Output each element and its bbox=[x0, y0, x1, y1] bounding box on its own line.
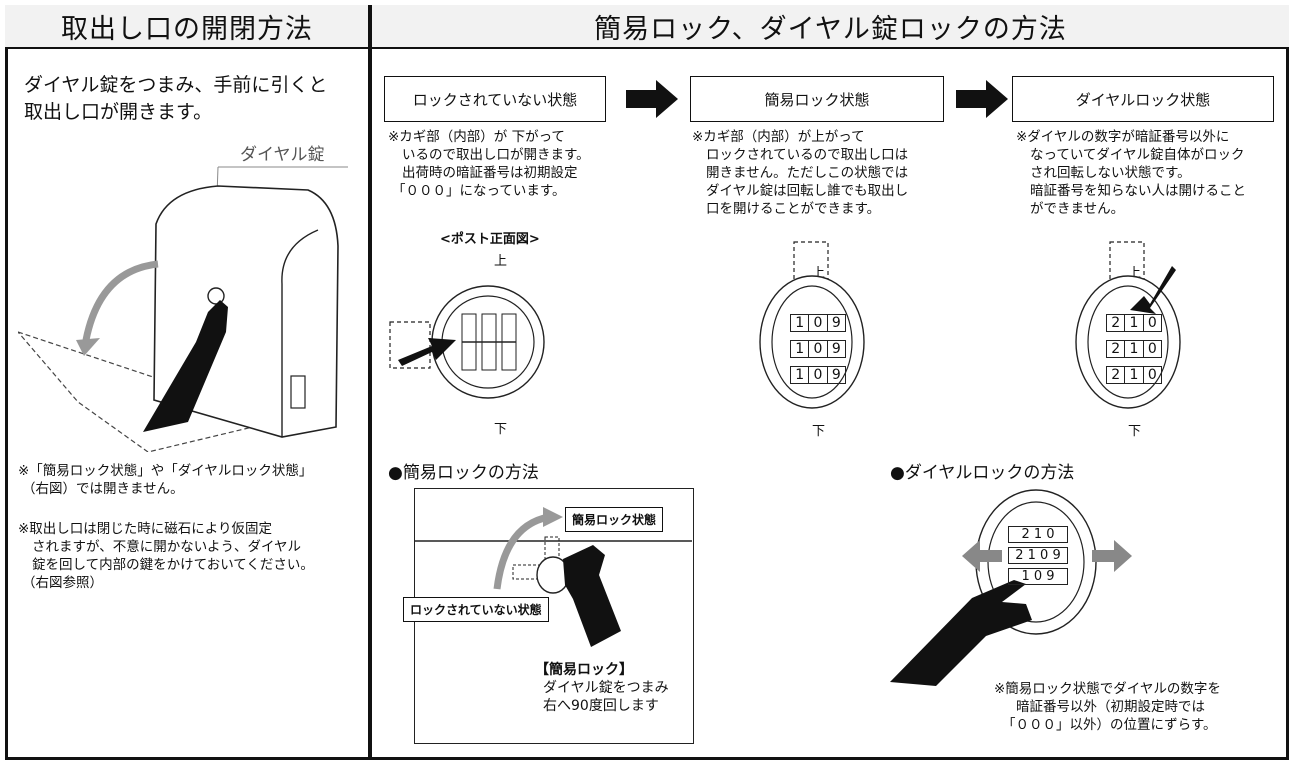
wheel-row: 2 1 0 bbox=[1008, 526, 1068, 543]
caption-title: 【簡易ロック】 bbox=[535, 662, 633, 678]
arrow-right-icon bbox=[626, 80, 678, 118]
digit-row: 2 1 0 bbox=[1106, 340, 1162, 358]
digit: 9 bbox=[831, 315, 841, 331]
caption-line-1: ダイヤル錠をつまみ bbox=[543, 680, 669, 696]
down-label: 下 bbox=[494, 422, 508, 437]
dial-note-line-2: 暗証番号以外（初期設定時では bbox=[1016, 699, 1205, 715]
down-label: 下 bbox=[812, 424, 826, 439]
desc-line: ができません。 bbox=[1030, 201, 1125, 217]
digit: 0 bbox=[809, 341, 828, 357]
caption-line-2: 右へ90度回します bbox=[543, 698, 659, 714]
simple-lock-illustration bbox=[415, 507, 692, 647]
desc-line: ※カギ部（内部）が上がって bbox=[692, 129, 865, 145]
digit: 2 bbox=[1107, 315, 1126, 331]
up-label: 上 bbox=[494, 254, 508, 269]
digit-row: 2 1 0 bbox=[1106, 314, 1162, 332]
intro-line-2: 取出し口が開きます。 bbox=[24, 101, 213, 123]
dial-note-line-3: 「０００」以外）の位置にずらす。 bbox=[1002, 717, 1217, 733]
left-header: 取出し口の開閉方法 bbox=[5, 5, 369, 49]
note-1-line-1: ※「簡易ロック状態」や「ダイヤルロック状態」 bbox=[18, 463, 313, 479]
dial-lock-label: ダイヤル錠 bbox=[240, 145, 325, 165]
right-header-title: 簡易ロック、ダイヤル錠ロックの方法 bbox=[594, 13, 1067, 45]
digit: 0 bbox=[809, 315, 828, 331]
digit: 1 bbox=[1125, 315, 1144, 331]
digit: 0 bbox=[1147, 315, 1157, 331]
state-box-simple-lock: 簡易ロック状態 bbox=[690, 76, 944, 122]
digit: 9 bbox=[831, 341, 841, 357]
dial-diagram-unlocked bbox=[389, 285, 545, 399]
desc-line: 口を開けることができます。 bbox=[706, 201, 881, 217]
note-1: ※「簡易ロック状態」や「ダイヤルロック状態」 （右図）では開きません。 bbox=[18, 462, 312, 498]
state-box-unlocked: ロックされていない状態 bbox=[384, 76, 606, 122]
digit: 2 bbox=[1107, 341, 1126, 357]
column-divider bbox=[368, 5, 372, 760]
digit-row: 2 1 0 bbox=[1106, 366, 1162, 384]
dial-lock-illustration bbox=[890, 489, 1132, 686]
digit: 2 bbox=[1107, 367, 1126, 383]
simple-lock-heading: ●簡易ロックの方法 bbox=[388, 463, 539, 483]
note-2-line-4: （右図参照） bbox=[22, 575, 103, 591]
note-2: ※取出し口は閉じた時に磁石により仮固定 されますが、不意に開かないよう、ダイヤル… bbox=[18, 520, 314, 592]
state-desc-dial-lock: ※ダイヤルの数字が暗証番号以外に なっていてダイヤル錠自体がロック され回転しな… bbox=[1016, 128, 1246, 218]
digit: 1 bbox=[791, 367, 810, 383]
front-view-label: <ポスト正面図> bbox=[440, 232, 540, 247]
wheel-row: 1 0 9 bbox=[1008, 568, 1068, 585]
desc-line: 開きません。ただしこの状態では bbox=[706, 165, 909, 181]
digit: 1 bbox=[791, 341, 810, 357]
desc-line: ダイヤル錠は回転し誰でも取出し bbox=[706, 183, 909, 199]
wheel-row: 2 1 0 9 bbox=[1008, 547, 1068, 564]
digit: 0 bbox=[809, 367, 828, 383]
unlocked-state-chip: ロックされていない状態 bbox=[403, 597, 549, 622]
arrow-right-icon bbox=[956, 80, 1008, 118]
note-1-line-2: （右図）では開きません。 bbox=[22, 481, 184, 497]
dial-lock-heading: ●ダイヤルロックの方法 bbox=[890, 463, 1075, 483]
dial-note-line-1: ※簡易ロック状態でダイヤルの数字を bbox=[994, 681, 1221, 697]
simple-lock-state-chip: 簡易ロック状態 bbox=[565, 507, 664, 532]
intro-line-1: ダイヤル錠をつまみ、手前に引くと bbox=[24, 74, 328, 96]
desc-line: され回転しない状態です。 bbox=[1030, 165, 1191, 181]
digit: 9 bbox=[831, 367, 841, 383]
simple-lock-caption: 【簡易ロック】 ダイヤル錠をつまみ 右へ90度回します bbox=[535, 661, 669, 715]
note-2-line-2: されますが、不意に開かないよう、ダイヤル bbox=[32, 539, 302, 555]
desc-line: ※ダイヤルの数字が暗証番号以外に bbox=[1016, 129, 1230, 145]
digit-row: 1 0 9 bbox=[790, 314, 846, 332]
desc-line: ※カギ部（内部）が 下がって bbox=[388, 129, 565, 145]
dial-lock-note: ※簡易ロック状態でダイヤルの数字を 暗証番号以外（初期設定時では 「０００」以外… bbox=[994, 680, 1221, 734]
digit: 1 bbox=[1125, 367, 1144, 383]
digit: 1 bbox=[1125, 341, 1144, 357]
digit-row: 1 0 9 bbox=[790, 366, 846, 384]
intro-text: ダイヤル錠をつまみ、手前に引くと 取出し口が開きます。 bbox=[24, 72, 327, 126]
down-label: 下 bbox=[1128, 424, 1142, 439]
left-header-title: 取出し口の開閉方法 bbox=[61, 13, 313, 45]
right-header: 簡易ロック、ダイヤル錠ロックの方法 bbox=[372, 5, 1289, 49]
digit: 0 bbox=[1147, 367, 1157, 383]
desc-line: 出荷時の暗証番号は初期設定 bbox=[402, 165, 578, 181]
desc-line: なっていてダイヤル錠自体がロック bbox=[1030, 147, 1245, 163]
digit: 1 bbox=[791, 315, 810, 331]
state-title-dial-lock: ダイヤルロック状態 bbox=[1075, 90, 1211, 109]
digit-stack-simple-lock: 1 0 9 1 0 9 1 0 9 bbox=[790, 314, 846, 384]
simple-lock-panel: 簡易ロック状態 ロックされていない状態 【簡易ロック】 ダイヤル錠をつまみ 右へ… bbox=[403, 488, 694, 744]
digit-row: 1 0 9 bbox=[790, 340, 846, 358]
state-title-unlocked: ロックされていない状態 bbox=[412, 90, 578, 109]
note-2-line-3: 錠を回して内部の鍵をかけておいてください。 bbox=[32, 557, 314, 573]
digit-stack-dial-lock: 2 1 0 2 1 0 2 1 0 bbox=[1106, 314, 1162, 384]
mailbox-illustration bbox=[18, 166, 348, 452]
note-2-line-1: ※取出し口は閉じた時に磁石により仮固定 bbox=[18, 521, 273, 537]
state-title-simple-lock: 簡易ロック状態 bbox=[764, 90, 870, 109]
desc-line: いるので取出し口が開きます。 bbox=[402, 147, 590, 163]
state-box-dial-lock: ダイヤルロック状態 bbox=[1012, 76, 1274, 122]
state-desc-unlocked: ※カギ部（内部）が 下がって いるので取出し口が開きます。 出荷時の暗証番号は初… bbox=[388, 128, 590, 200]
state-desc-simple-lock: ※カギ部（内部）が上がって ロックされているので取出し口は 開きません。ただしこ… bbox=[692, 128, 908, 218]
digit: 0 bbox=[1147, 341, 1157, 357]
dial-wheel-rows: 2 1 0 2 1 0 9 1 0 9 bbox=[1008, 526, 1068, 585]
desc-line: 暗証番号を知らない人は開けること bbox=[1030, 183, 1246, 199]
desc-line: ロックされているので取出し口は bbox=[706, 147, 909, 163]
desc-line: 「０００」になっています。 bbox=[392, 183, 566, 199]
